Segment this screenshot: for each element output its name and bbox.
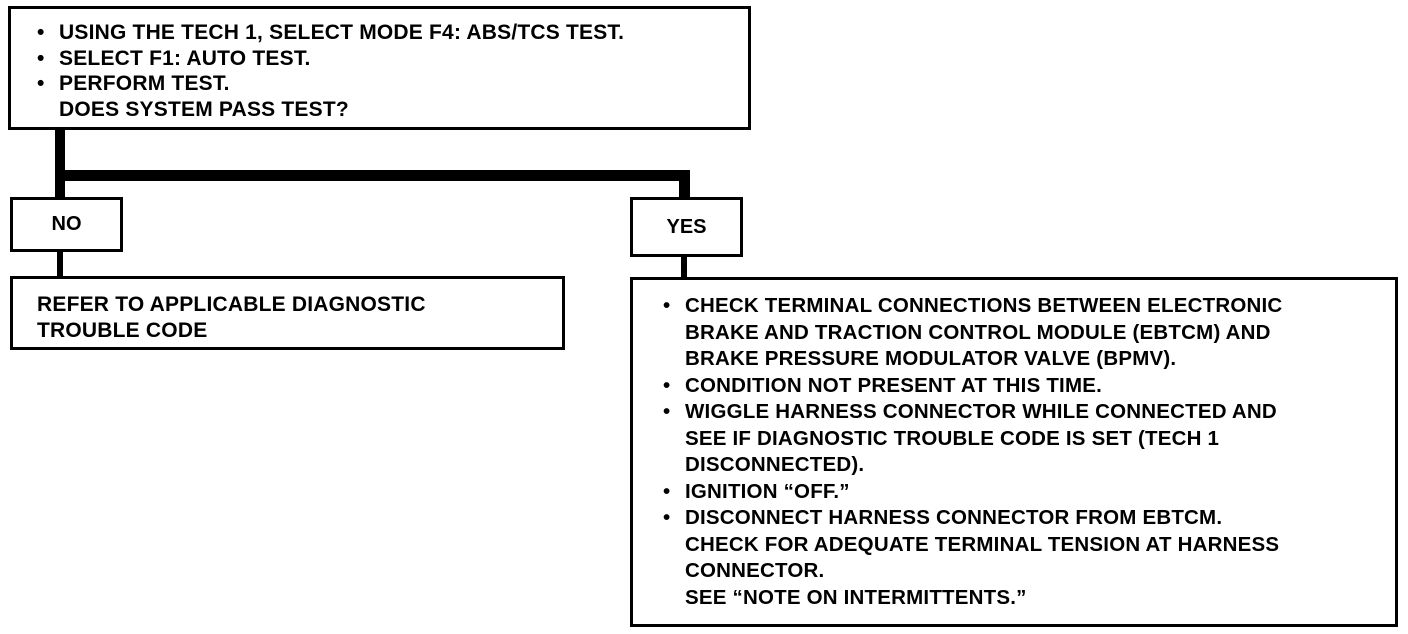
connector-yes-down [679,170,690,200]
start-bullet: •USING THE TECH 1, SELECT MODE F4: ABS/T… [37,21,625,44]
yes-item: • IGNITION “OFF.” [663,479,1395,506]
yes-action-box: • CHECK TERMINAL CONNECTIONS BETWEEN ELE… [630,277,1398,627]
no-action-line: TROUBLE CODE [37,318,208,342]
connector-start-down [55,128,65,180]
no-label: NO [51,213,82,235]
bullet-glyph: • [37,21,45,44]
bullet-glyph: • [663,506,671,529]
bullet-glyph: • [663,294,671,317]
yes-item: • WIGGLE HARNESS CONNECTOR WHILE CONNECT… [663,399,1395,479]
no-label-box: NO [10,197,123,252]
connector-no-down [55,170,65,200]
yes-item: • CONDITION NOT PRESENT AT THIS TIME. [663,373,1395,400]
connector-horizontal [55,170,690,181]
yes-item: • CHECK TERMINAL CONNECTIONS BETWEEN ELE… [663,293,1395,373]
connector-yes-to-action [681,255,687,280]
start-bullet: •PERFORM TEST. [37,72,230,95]
yes-note: SEE “NOTE ON INTERMITTENTS.” [685,585,1027,609]
bullet-glyph: • [37,72,45,95]
no-action-line: REFER TO APPLICABLE DIAGNOSTIC [37,293,426,316]
yes-item: • DISCONNECT HARNESS CONNECTOR FROM EBTC… [663,505,1395,585]
yes-label-box: YES [630,197,743,257]
start-decision-box: •USING THE TECH 1, SELECT MODE F4: ABS/T… [8,6,751,130]
bullet-glyph: • [37,46,45,70]
bullet-glyph: • [663,373,671,397]
connector-no-to-action [57,250,63,278]
start-bullet: •SELECT F1: AUTO TEST. [37,46,311,70]
no-action-box: REFER TO APPLICABLE DIAGNOSTIC TROUBLE C… [10,276,565,350]
start-question: DOES SYSTEM PASS TEST? [59,97,349,121]
bullet-glyph: • [663,400,671,423]
bullet-glyph: • [663,479,671,503]
yes-label: YES [666,215,707,238]
